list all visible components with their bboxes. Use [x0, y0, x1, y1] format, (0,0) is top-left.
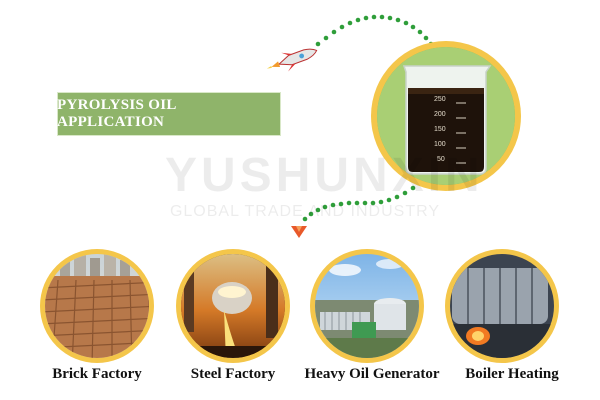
caption-brick-factory: Brick Factory	[52, 366, 142, 382]
caption-heavy-oil-generator: Heavy Oil Generator	[304, 366, 440, 382]
beaker-mark: 100	[434, 141, 446, 148]
page-title: PYROLYSIS OIL APPLICATION	[57, 97, 176, 130]
brick-factory-image	[40, 249, 154, 363]
oil-beaker-illustration	[371, 41, 521, 191]
dotted-path-top	[315, 14, 434, 47]
boiler-heating-image	[445, 249, 559, 363]
steel-factory-image	[176, 249, 290, 363]
title-banner: PYROLYSIS OIL APPLICATION	[57, 92, 281, 136]
dotted-path-down	[302, 185, 416, 222]
beaker-mark: 50	[437, 156, 445, 163]
arrow-down-icon	[291, 226, 307, 238]
beaker-mark: 200	[434, 111, 446, 118]
caption-steel-factory: Steel Factory	[190, 366, 276, 382]
heavy-oil-generator-image	[310, 249, 424, 363]
beaker-mark: 250	[434, 96, 446, 103]
caption-boiler-heating: Boiler Heating	[465, 366, 559, 382]
beaker-mark: 150	[434, 126, 446, 133]
rocket-icon	[266, 48, 318, 72]
